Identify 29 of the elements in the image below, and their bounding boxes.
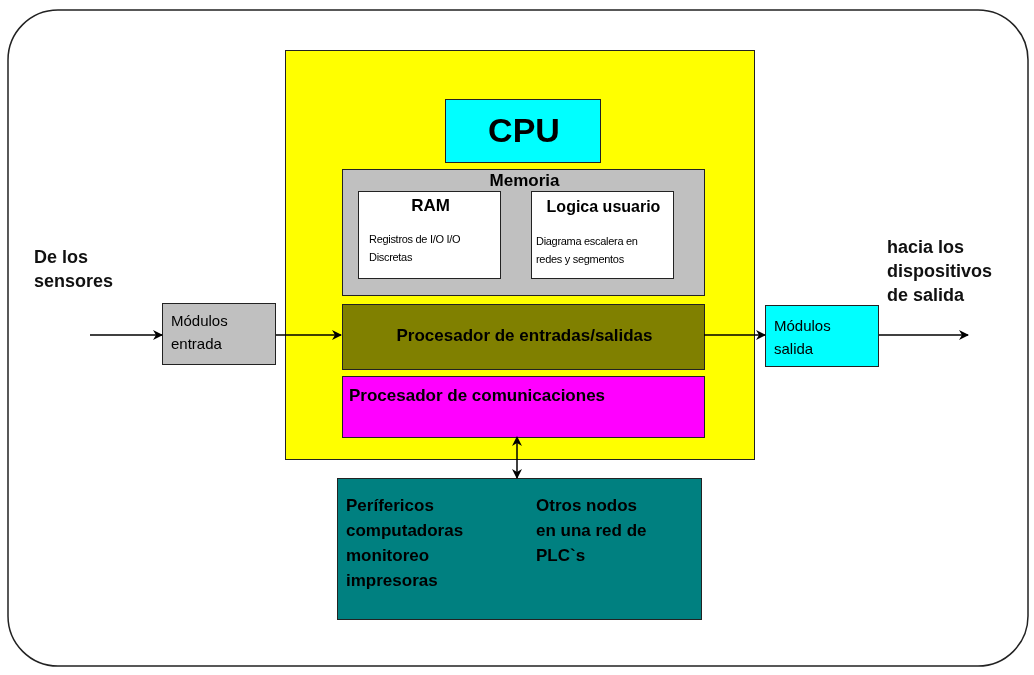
box-heading: RAM xyxy=(410,195,451,217)
side-label: De los sensores xyxy=(34,246,115,293)
arrow xyxy=(703,330,766,340)
box-label: Diagrama escalera en redes y segmentos xyxy=(536,234,639,267)
cpu-box xyxy=(445,99,601,163)
arrow xyxy=(275,330,342,340)
box-label: Memoria xyxy=(488,171,561,191)
side-label: hacia los dispositivos de salida xyxy=(887,236,994,307)
box-label: Registros de I/O I/O Discretas xyxy=(369,232,462,265)
input-module-box xyxy=(162,303,276,365)
arrow xyxy=(878,330,969,340)
logic-box xyxy=(531,191,674,279)
arrow xyxy=(89,330,163,340)
memory-box xyxy=(342,169,705,296)
box-label: Módulos salida xyxy=(774,316,832,359)
ram-box xyxy=(358,191,501,279)
box-heading: Logica usuario xyxy=(545,197,662,217)
io-processor-box xyxy=(342,304,705,370)
network-box xyxy=(337,478,702,620)
output-module-box xyxy=(765,305,879,367)
box-label: Módulos entrada xyxy=(171,311,229,354)
box-label: CPU xyxy=(487,110,561,150)
box-label: Procesador de entradas/salidas xyxy=(395,325,654,347)
box-heading: Perífericos computadoras monitoreo impresoras xyxy=(346,495,465,592)
processor-block xyxy=(285,50,755,460)
box-label: Procesador de comunicaciones xyxy=(349,385,607,407)
comm-processor-box xyxy=(342,376,705,438)
arrow xyxy=(512,436,522,479)
box-label: Otros nodos en una red de PLC`s xyxy=(536,495,648,567)
